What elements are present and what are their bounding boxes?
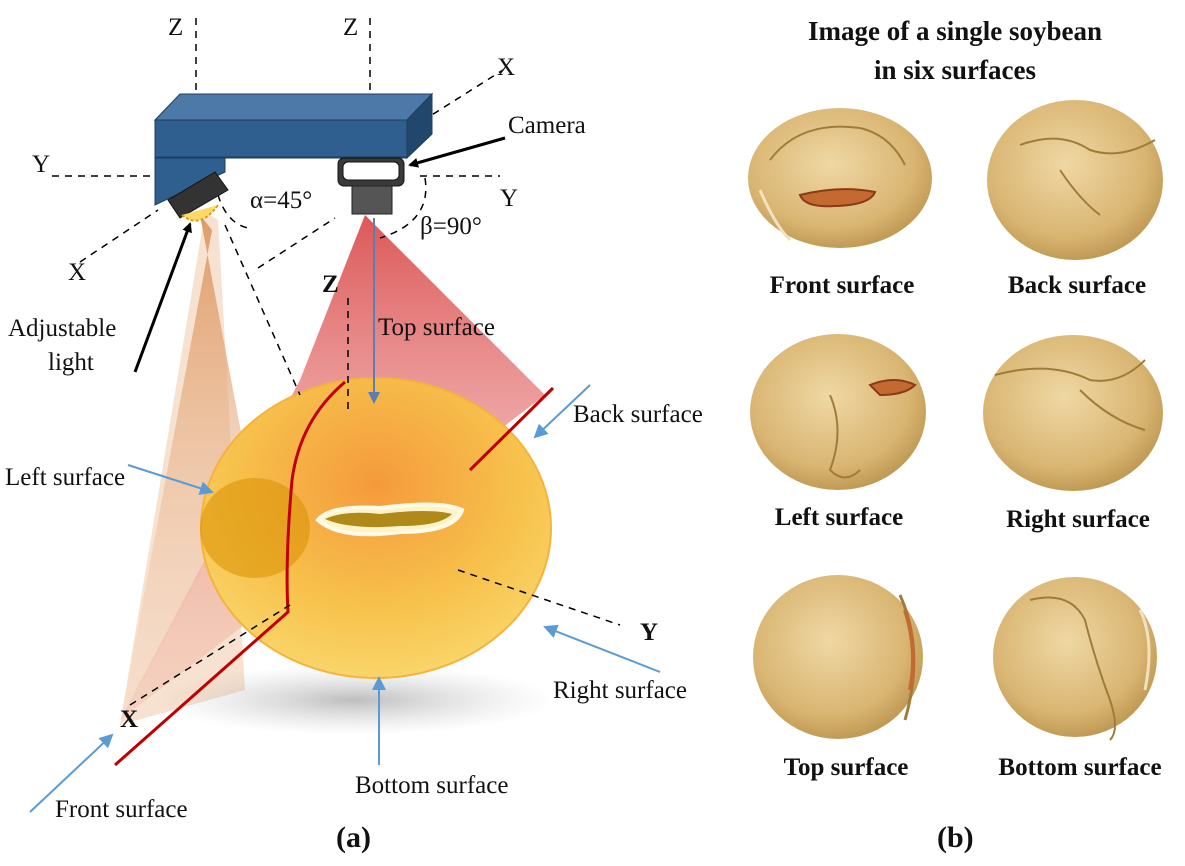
light-pointer-arrow (133, 222, 192, 373)
front-surface-caption: Front surface (770, 272, 915, 299)
camera-label: Camera (508, 112, 586, 139)
panel-b-caption: (b) (937, 821, 974, 854)
camera-icon (337, 157, 405, 215)
panel-a-caption: (a) (336, 821, 371, 854)
soybean-bottom-photo (993, 577, 1157, 741)
soybean-top-photo (753, 575, 923, 739)
light-label-line2: light (48, 349, 94, 376)
light-label-line1: Adjustable (8, 315, 116, 342)
orange-light-beam (120, 215, 250, 725)
axis-x-bold: X (120, 706, 138, 733)
angle-beta-label: β=90° (420, 213, 482, 240)
panel-b-title-line1: Image of a single soybean (808, 16, 1102, 46)
axis-z-left: Z (168, 14, 183, 41)
left-surface-arrow (127, 464, 214, 495)
back-surface-label: Back surface (573, 401, 703, 428)
camera-pointer-arrow (408, 136, 506, 168)
panel-b: Image of a single soybean in six surface… (748, 16, 1163, 854)
left-surface-caption: Left surface (775, 504, 903, 531)
bottom-surface-caption: Bottom surface (998, 754, 1161, 781)
right-surface-caption: Right surface (1006, 506, 1150, 533)
angle-alpha-label: α=45° (250, 187, 312, 214)
soybean-right-photo (983, 335, 1163, 491)
axis-z-right: Z (343, 14, 358, 41)
axis-y-left: Y (32, 151, 50, 178)
back-surface-arrow (533, 384, 591, 439)
back-surface-caption: Back surface (1008, 272, 1146, 299)
axis-y-bold: Y (640, 619, 658, 646)
soybean-front-photo (748, 108, 932, 248)
front-surface-label: Front surface (55, 796, 188, 823)
camera-mount (153, 92, 434, 206)
front-surface-arrow (29, 733, 114, 813)
bean-left-shade (200, 478, 310, 578)
right-surface-label: Right surface (553, 677, 687, 704)
axis-x-left: X (68, 259, 86, 286)
dashed-axes (52, 18, 621, 706)
orange-light-cone (120, 212, 245, 725)
back-seam-line (468, 386, 555, 472)
panel-a: Z Z X Y Y X Z X Y Camera α=45° β=90° Adj… (5, 14, 703, 854)
panel-b-title-line2: in six surfaces (874, 55, 1036, 85)
adjustable-light-icon (167, 171, 229, 222)
axis-y-right: Y (500, 185, 518, 212)
bottom-surface-label: Bottom surface (355, 772, 508, 799)
bean-shadow (155, 665, 555, 735)
soybean-left-photo (750, 334, 926, 490)
top-surface-caption: Top surface (784, 754, 909, 781)
right-surface-arrow (543, 624, 661, 673)
bean-seam (114, 380, 346, 767)
bean-hilum-inner (325, 511, 452, 528)
soybean-back-photo (987, 100, 1163, 260)
top-surface-label: Top surface (378, 314, 495, 341)
left-surface-label: Left surface (5, 464, 125, 491)
axis-z-bold: Z (322, 271, 339, 298)
axis-x-top: X (497, 54, 515, 81)
